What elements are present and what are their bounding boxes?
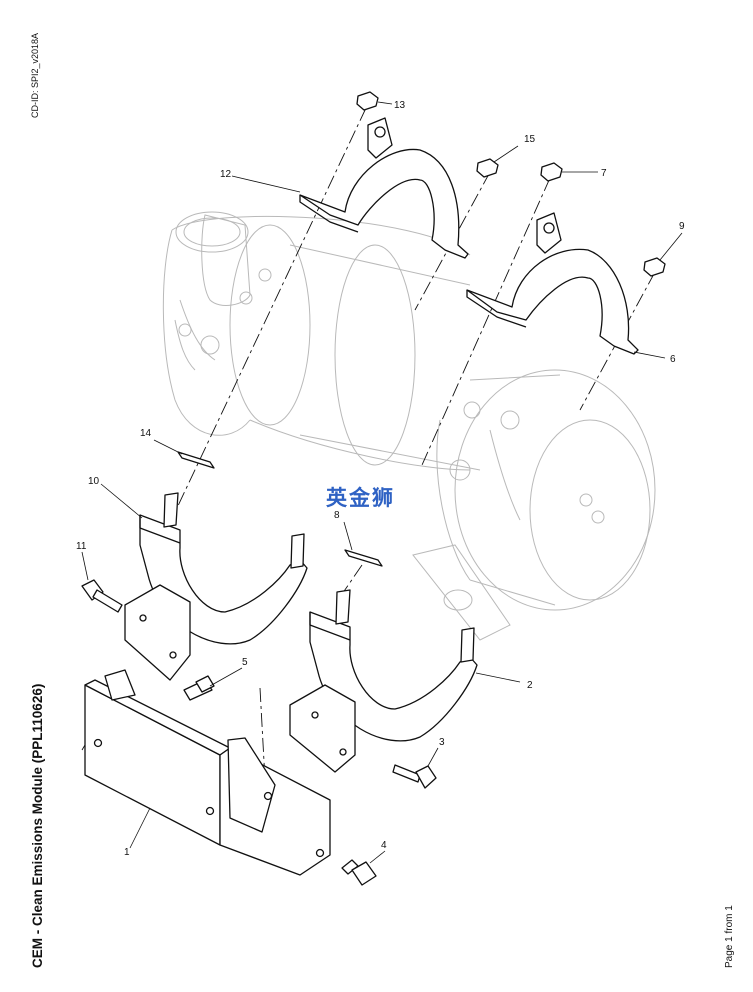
- callout-2: 2: [527, 680, 533, 691]
- callout-9: 9: [679, 221, 685, 232]
- leader-lines: [81, 101, 683, 864]
- callout-7: 7: [601, 168, 607, 179]
- cem-module-ghost: [162, 211, 656, 641]
- lower-strap-left: [124, 492, 308, 681]
- washer-14: [177, 451, 215, 469]
- callout-8: 8: [334, 510, 340, 521]
- callout-15: 15: [524, 134, 536, 145]
- callout-5: 5: [242, 657, 248, 668]
- callout-13: 13: [394, 100, 406, 111]
- upper-strap-right: [466, 212, 639, 355]
- callout-14: 14: [140, 428, 152, 439]
- callout-12: 12: [220, 169, 232, 180]
- mounting-bracket: [84, 669, 331, 876]
- upper-strap-left: [299, 117, 469, 259]
- callout-4: 4: [381, 840, 387, 851]
- nut-7: [540, 162, 563, 182]
- callout-10: 10: [88, 476, 100, 487]
- bolt-3: [392, 764, 437, 789]
- lower-strap-right: [289, 589, 478, 773]
- callout-1: 1: [124, 847, 130, 858]
- callout-11: 11: [76, 541, 87, 552]
- bolt-5: [183, 675, 215, 701]
- bolt-4: [341, 859, 377, 886]
- callout-3: 3: [439, 737, 445, 748]
- washer-8: [344, 549, 383, 567]
- watermark: 英金狮: [326, 486, 395, 510]
- bolt-11: [81, 579, 123, 613]
- nut-13: [356, 91, 379, 111]
- nut-9: [643, 257, 666, 277]
- callout-6: 6: [670, 354, 676, 365]
- nut-15: [476, 158, 499, 178]
